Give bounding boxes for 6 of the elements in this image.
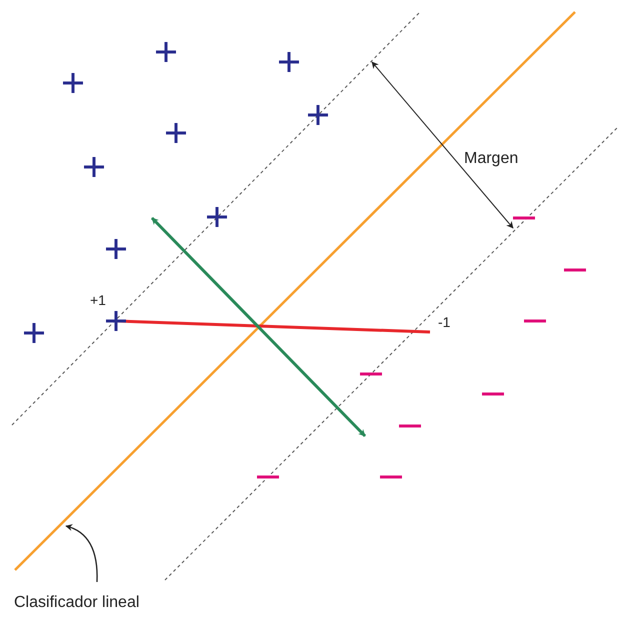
decision-boundary-line — [14, 11, 576, 571]
dimension-label: Margen — [464, 150, 518, 168]
leader-line — [65, 524, 98, 582]
class-label: -1 — [438, 314, 450, 330]
class-label: +1 — [90, 292, 106, 308]
classifier-label: Clasificador lineal — [14, 594, 140, 612]
